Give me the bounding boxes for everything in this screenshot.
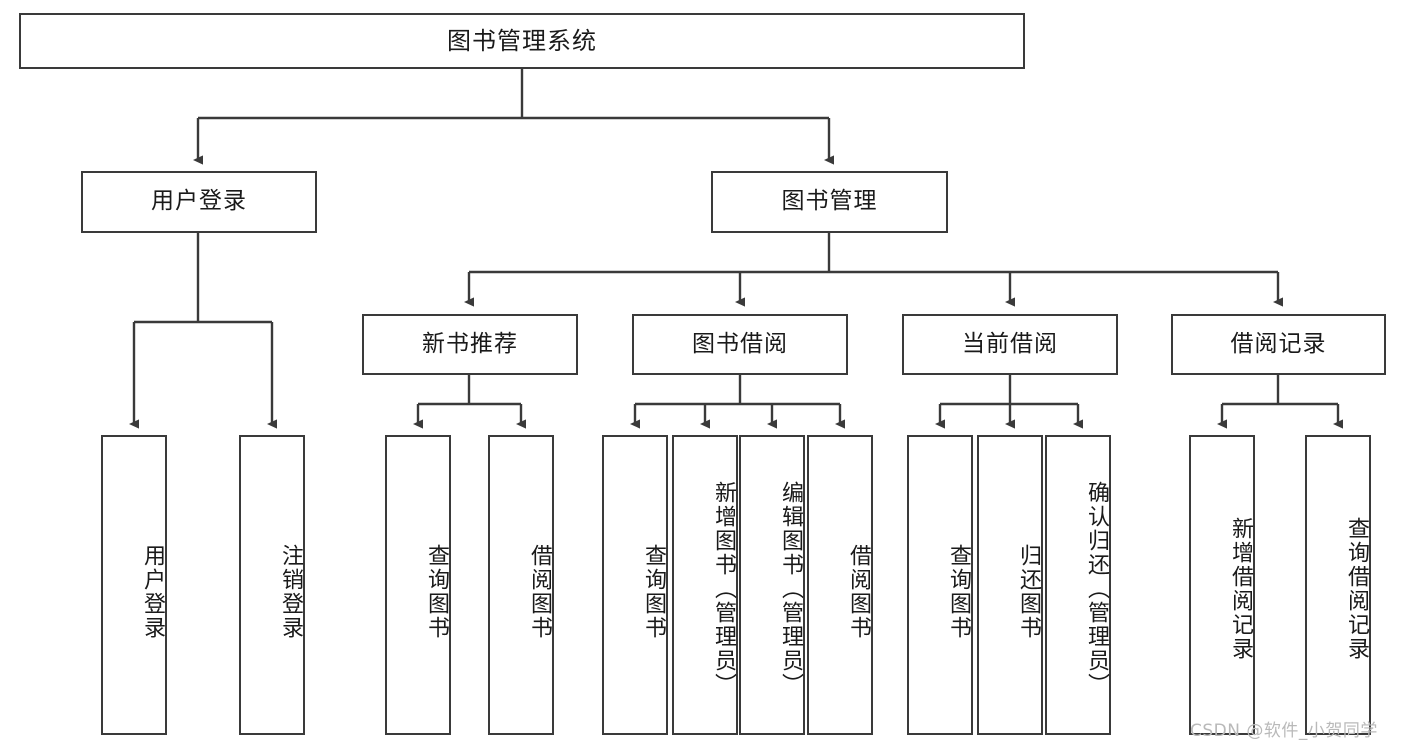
node-label: 图书管理系统 — [447, 26, 597, 55]
watermark-text: CSDN @软件_小贺同学 — [1190, 721, 1378, 741]
leaf-query-book-current[interactable]: 查询图书 — [907, 435, 973, 735]
node-label: 新增借阅记录 — [1228, 517, 1253, 661]
node-label: 借阅图书 — [527, 544, 552, 640]
leaf-confirm-return-admin[interactable]: 确认归还（管理员） — [1045, 435, 1111, 735]
node-root-system[interactable]: 图书管理系统 — [19, 13, 1025, 69]
leaf-query-book-borrow[interactable]: 查询图书 — [602, 435, 668, 735]
node-label: 确认归还（管理员） — [1084, 481, 1109, 697]
leaf-query-borrow-record[interactable]: 查询借阅记录 — [1305, 435, 1371, 735]
node-current-borrow[interactable]: 当前借阅 — [902, 314, 1118, 375]
node-label: 用户登录 — [140, 544, 165, 640]
node-label: 查询图书 — [424, 544, 449, 640]
leaf-user-login[interactable]: 用户登录 — [101, 435, 167, 735]
leaf-borrow-book-new[interactable]: 借阅图书 — [488, 435, 554, 735]
node-book-borrow[interactable]: 图书借阅 — [632, 314, 848, 375]
leaf-query-book-new[interactable]: 查询图书 — [385, 435, 451, 735]
node-label: 注销登录 — [278, 544, 303, 640]
leaf-add-borrow-record[interactable]: 新增借阅记录 — [1189, 435, 1255, 735]
node-label: 归还图书 — [1016, 544, 1041, 640]
node-label: 新书推荐 — [422, 330, 518, 357]
node-label: 借阅记录 — [1230, 330, 1327, 357]
node-label: 图书借阅 — [692, 330, 788, 357]
node-user-login[interactable]: 用户登录 — [81, 171, 317, 233]
node-label: 用户登录 — [151, 188, 247, 215]
node-new-book-recommend[interactable]: 新书推荐 — [362, 314, 578, 375]
leaf-edit-book-admin[interactable]: 编辑图书（管理员） — [739, 435, 805, 735]
watermark-csdn: CSDN @软件_小贺同学 — [1190, 716, 1378, 741]
node-borrow-record[interactable]: 借阅记录 — [1171, 314, 1386, 375]
node-label: 新增图书（管理员） — [711, 481, 736, 697]
node-label: 借阅图书 — [846, 544, 871, 640]
leaf-add-book-admin[interactable]: 新增图书（管理员） — [672, 435, 738, 735]
node-label: 当前借阅 — [962, 330, 1058, 357]
leaf-return-book[interactable]: 归还图书 — [977, 435, 1043, 735]
leaf-logout[interactable]: 注销登录 — [239, 435, 305, 735]
node-label: 查询借阅记录 — [1344, 517, 1369, 661]
node-book-management[interactable]: 图书管理 — [711, 171, 948, 233]
node-label: 查询图书 — [946, 544, 971, 640]
node-label: 查询图书 — [641, 544, 666, 640]
leaf-borrow-book[interactable]: 借阅图书 — [807, 435, 873, 735]
node-label: 编辑图书（管理员） — [778, 481, 803, 697]
node-label: 图书管理 — [781, 188, 878, 215]
